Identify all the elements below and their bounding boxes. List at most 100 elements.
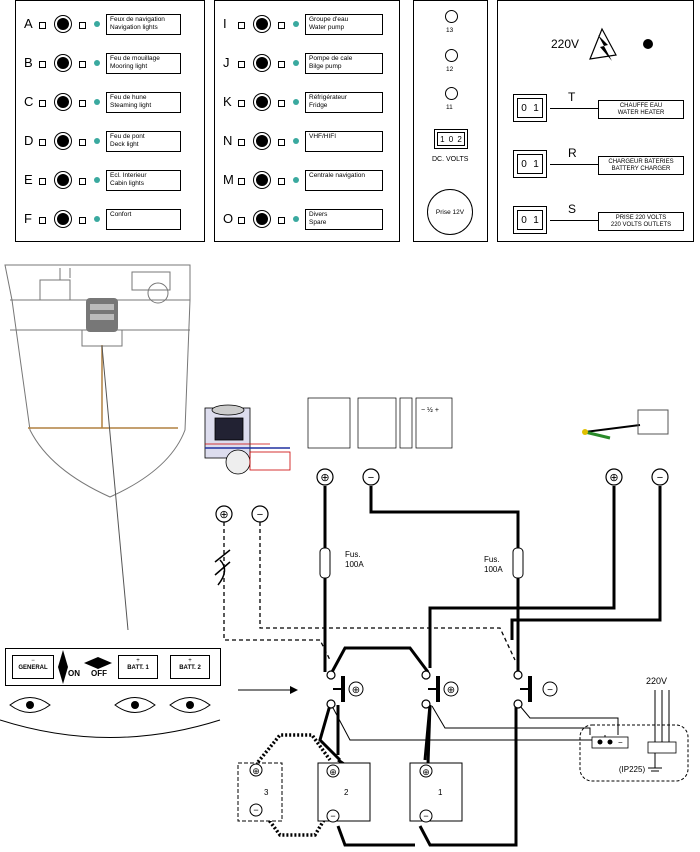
fuse-holder-13[interactable] [445, 10, 458, 23]
indicator-square-icon [238, 61, 245, 68]
svg-text:−: − [618, 738, 623, 747]
ac-switch-leader [550, 108, 598, 109]
rocker-knob-icon[interactable] [57, 174, 69, 186]
svg-text:−: − [330, 811, 335, 821]
label-line-2: 220 VOLTS OUTLETS [610, 222, 672, 228]
socket-12v[interactable]: Prise 12V [427, 189, 473, 235]
rocker-knob-icon[interactable] [57, 96, 69, 108]
status-led-icon [293, 138, 299, 144]
fuse-1-label: Fus. [345, 550, 361, 559]
status-led-icon [94, 177, 100, 183]
status-led-icon [94, 138, 100, 144]
label-line-1: Feu de hune [110, 94, 147, 101]
switch-off-mark: 0 [521, 158, 527, 170]
batt2-switch[interactable]: + BATT. 2 [170, 655, 210, 679]
rocker-knob-icon[interactable] [256, 57, 268, 69]
rocker-knob-icon[interactable] [57, 57, 69, 69]
rocker-knob-icon[interactable] [57, 213, 69, 225]
label-line-2: Bilge pump [309, 63, 342, 70]
fuse-2-label: Fus. [484, 555, 500, 564]
label-line-1: VHF/HIFI [309, 133, 337, 140]
indicator-square-icon [39, 22, 46, 29]
anchor-windlass-top [86, 298, 118, 332]
eye-symbols [9, 697, 211, 713]
fuse-1-value: 100A [345, 560, 364, 569]
windlass-breaker-symbol [214, 549, 231, 586]
indicator-square-icon [79, 61, 86, 68]
status-led-icon [293, 216, 299, 222]
fuse-holder-12[interactable] [445, 49, 458, 62]
arrow-to-diagram [238, 686, 298, 694]
status-led-icon [94, 216, 100, 222]
ac-switch-leader [550, 220, 598, 221]
rocker-knob-icon[interactable] [256, 96, 268, 108]
switch-letter: F [24, 211, 32, 226]
label-line-1: Pompe de cale [309, 55, 353, 62]
rocker-knob-icon[interactable] [256, 18, 268, 30]
switch-letter: M [223, 172, 234, 187]
dc-volts-switch[interactable]: 1 0 2 [434, 129, 468, 149]
power-indicator-dot [643, 39, 653, 49]
label-line-1: PRISE 220 VOLTS [615, 215, 667, 221]
indicator-square-icon [39, 178, 46, 185]
switch-label: VHF/HIFI [305, 131, 383, 152]
ac-switch-leader [550, 164, 598, 165]
battery-1-label: 1 [438, 788, 443, 797]
fuse-1: Fus. 100A [319, 547, 364, 579]
indicator-square-icon [278, 100, 285, 107]
status-led-icon [94, 99, 100, 105]
batt1-switch[interactable]: + BATT. 1 [118, 655, 158, 679]
terminal-markers: ⊕ − ⊕ − ⊕ − [215, 468, 669, 523]
status-led-icon [293, 99, 299, 105]
socket-12v-label: Prise 12V [435, 208, 465, 216]
label-line-1: Feu de mouillage [110, 55, 160, 62]
ac-switch-letter: T [568, 90, 576, 104]
switch-off-mark: 0 [521, 214, 527, 226]
label-line-1: CHARGEUR BATERIES [608, 159, 674, 165]
switch-letter: J [223, 55, 230, 70]
indicator-square-icon [238, 100, 245, 107]
label-line-1: Centrale navigation [309, 172, 366, 179]
rocker-knob-icon[interactable] [256, 174, 268, 186]
label-line-2: Spare [309, 219, 327, 226]
charger-model-label: (IP225) [619, 765, 646, 774]
label-line-2: BATTERY CHARGER [611, 166, 671, 172]
svg-text:− ½ +: − ½ + [421, 406, 439, 414]
rocker-knob-icon[interactable] [256, 135, 268, 147]
rocker-knob-icon[interactable] [57, 18, 69, 30]
on-label: ON [68, 669, 80, 678]
fuse-2-value: 100A [484, 565, 503, 574]
label-line-1: Réfrigérateur [309, 94, 347, 101]
status-led-icon [293, 177, 299, 183]
switch-letter: C [24, 94, 34, 109]
ac-switch-letter: S [568, 202, 577, 216]
rocker-knob-icon[interactable] [256, 213, 268, 225]
indicator-square-icon [278, 217, 285, 224]
fuse-holder-11[interactable] [445, 87, 458, 100]
rocker-knob-icon[interactable] [57, 135, 69, 147]
ac-switch-letter: R [568, 146, 577, 160]
indicator-square-icon [79, 100, 86, 107]
battery-3: ⊕ − 3 [237, 762, 283, 822]
label-line-2: Fridge [309, 102, 328, 109]
isolator-switch-batt2: − [513, 670, 558, 709]
svg-text:⊕: ⊕ [219, 509, 228, 521]
general-switch[interactable]: − GENERAL [12, 655, 54, 679]
dc-switch-pos-1: 1 [440, 134, 445, 144]
windlass-positive-terminal: ⊕ [215, 505, 233, 523]
indicator-square-icon [39, 217, 46, 224]
